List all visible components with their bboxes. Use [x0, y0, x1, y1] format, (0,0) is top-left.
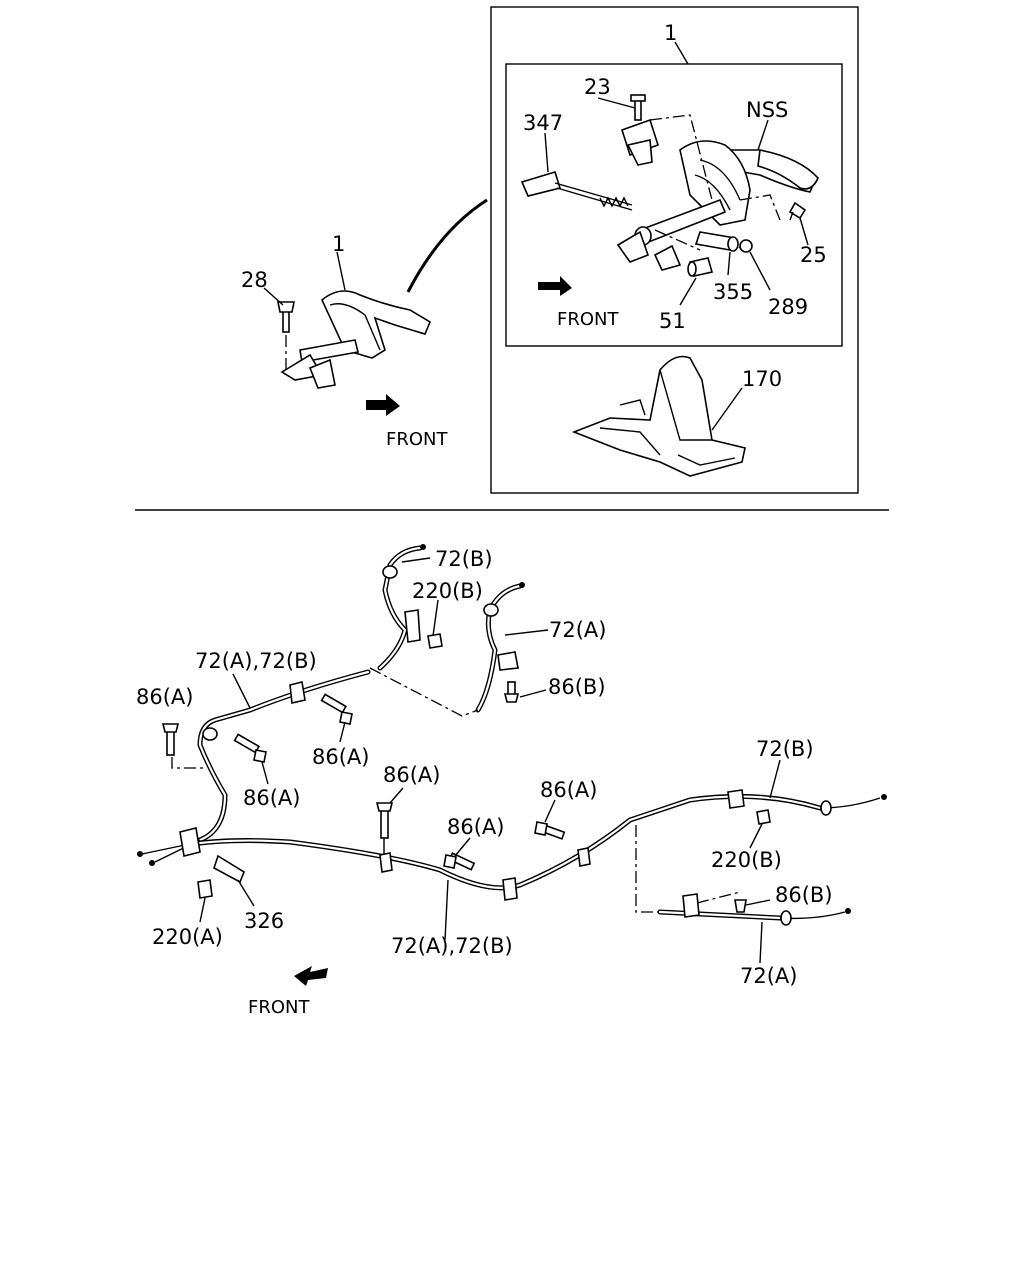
label-72b-right: 72(B): [756, 737, 814, 761]
detail-panel: [490, 6, 859, 494]
label-assembly-1-left: 1: [332, 232, 345, 256]
label-72a-right: 72(A): [740, 964, 797, 988]
label-72ab-bottom: 72(A),72(B): [391, 934, 513, 958]
label-72b-top: 72(B): [435, 547, 493, 571]
front-arrow-icon: [294, 966, 328, 986]
label-86a-left: 86(A): [136, 685, 193, 709]
leader-lines: [199, 557, 781, 964]
label-51: 51: [659, 309, 686, 333]
label-front-inset: FRONT: [557, 309, 619, 330]
label-220b-right: 220(B): [711, 848, 782, 872]
label-347: 347: [523, 111, 563, 135]
label-86b-top: 86(B): [548, 675, 606, 699]
label-nss: NSS: [746, 98, 788, 122]
label-front-left: FRONT: [386, 429, 448, 450]
console-part-170: [571, 355, 746, 477]
label-86b-right: 86(B): [775, 883, 833, 907]
label-86a-mid1: 86(A): [312, 745, 369, 769]
label-assembly-1-inset: 1: [664, 21, 677, 45]
label-86a-right: 86(A): [540, 778, 597, 802]
label-289: 289: [768, 295, 808, 319]
label-72ab-left: 72(A),72(B): [195, 649, 317, 673]
parking-brake-lever-exploded: [520, 94, 819, 306]
label-front-bottom: FRONT: [248, 997, 310, 1018]
label-355: 355: [713, 280, 753, 304]
label-220b-top: 220(B): [412, 579, 483, 603]
lever-assembly-installed: [263, 198, 488, 416]
label-170: 170: [742, 367, 782, 391]
label-23: 23: [584, 75, 611, 99]
brackets-and-bolts: [161, 609, 771, 918]
label-72a-top: 72(A): [549, 618, 606, 642]
label-86a-center: 86(A): [383, 763, 440, 787]
label-28: 28: [241, 268, 268, 292]
label-220a-left: 220(A): [152, 925, 223, 949]
label-86a-center2: 86(A): [447, 815, 504, 839]
label-86a-mid2: 86(A): [243, 786, 300, 810]
label-326: 326: [244, 909, 284, 933]
label-25: 25: [800, 243, 827, 267]
part-labels: 1 23 347 NSS 25 355 289 51 FRONT 170 1 2…: [136, 21, 833, 1018]
